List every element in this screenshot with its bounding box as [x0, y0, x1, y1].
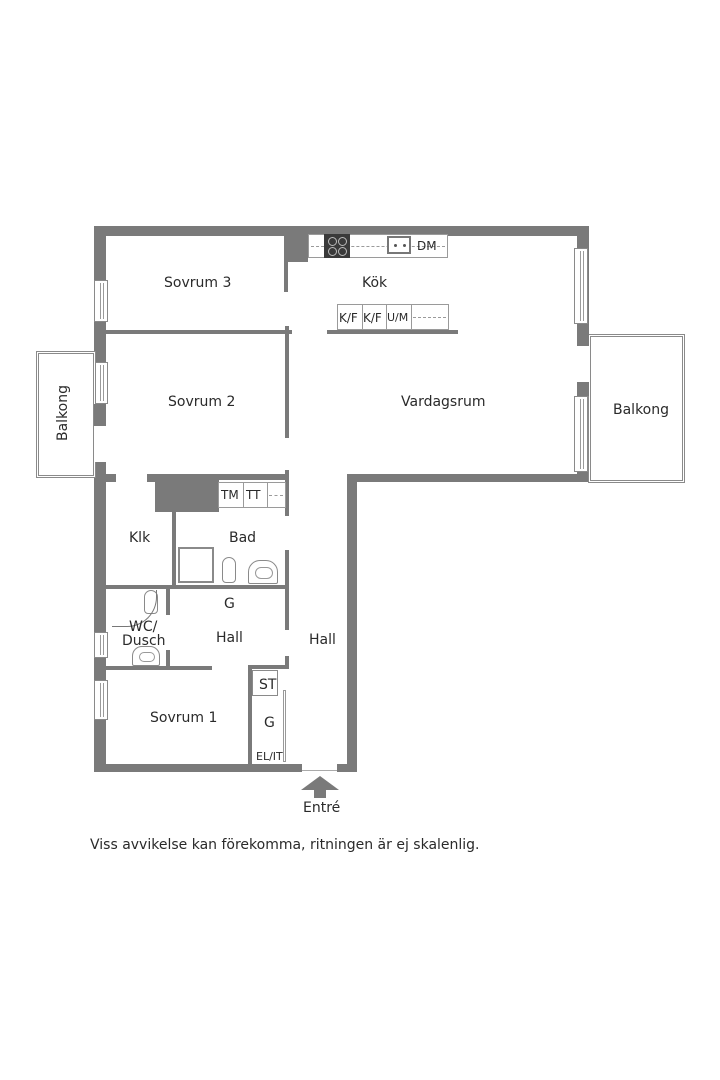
- entrance-threshold: [302, 770, 337, 771]
- wall-left-pier: [94, 404, 106, 426]
- wall-right-pier: [577, 324, 589, 346]
- stove-icon: [324, 234, 350, 258]
- room-label-balkong-left: Balkong: [55, 384, 72, 442]
- room-label-klk: Klk: [129, 530, 151, 546]
- wall-hall-stub: [285, 590, 289, 620]
- wall-wc-right: [166, 585, 170, 615]
- wall-wc-bottom: [106, 666, 212, 670]
- laundry-counter: [218, 482, 286, 508]
- bad-shaft-block: [155, 474, 219, 512]
- wall-closet-top: [248, 665, 289, 669]
- entrance-label: Entré: [303, 800, 341, 816]
- kitchen-counter-lower: [337, 304, 449, 330]
- bad-shaft-top: [219, 474, 289, 480]
- wall-wc-right-lower: [166, 650, 170, 670]
- wall-right-pier-2: [577, 382, 589, 396]
- room-label-balkong-right: Balkong: [613, 402, 670, 418]
- wall-closet-left: [248, 665, 252, 769]
- toilet-icon-bad: [222, 557, 236, 583]
- wall-bad-bottom: [106, 585, 289, 589]
- disclaimer-text: Viss avvikelse kan förekomma, ritningen …: [90, 837, 480, 853]
- window-sovrum2: [94, 362, 108, 404]
- dishwasher-label: DM: [417, 239, 437, 253]
- kitchen-pillar-stem: [284, 234, 288, 292]
- room-label-st: ST: [259, 677, 277, 693]
- kitchen-counter-base: [327, 330, 458, 334]
- room-label-wc-dusch-2: Dusch: [122, 633, 166, 649]
- wall-sovrum3-sovrum2: [106, 330, 292, 334]
- sink-icon: [387, 236, 411, 254]
- fridge-freezer-label-1: K/F: [339, 311, 358, 325]
- wall-closet-top-stub: [285, 656, 289, 669]
- storage-box: [252, 670, 278, 696]
- room-label-el-it: EL/IT: [256, 750, 283, 763]
- room-label-hall-left: Hall: [216, 630, 243, 646]
- balcony-right-door-gap: [577, 346, 589, 382]
- room-label-hall-right: Hall: [309, 632, 336, 648]
- wall-bad-right-upper: [285, 470, 289, 516]
- wall-klk-bad: [172, 510, 176, 586]
- window-vardagsrum-lower: [574, 396, 588, 472]
- room-label-sovrum1: Sovrum 1: [150, 710, 218, 726]
- washbasin-icon-bad: [248, 560, 278, 584]
- wall-sovrum2-vardagsrum: [285, 326, 289, 438]
- washbasin-icon-wc: [132, 646, 160, 666]
- room-label-vardagsrum: Vardagsrum: [401, 394, 486, 410]
- window-sovrum3: [94, 280, 108, 322]
- wall-hall-right: [347, 474, 357, 772]
- wall-klk-top-stub: [106, 474, 116, 482]
- room-label-g-hall: G: [224, 596, 235, 612]
- oven-microwave-label: U/M: [387, 311, 409, 324]
- room-label-g-closet: G: [264, 715, 275, 731]
- room-label-wc-dusch-1: WC/: [129, 619, 158, 635]
- shower-icon: [178, 547, 214, 583]
- sliding-door-icon: [283, 690, 286, 762]
- window-vardagsrum-upper: [574, 248, 588, 324]
- room-label-bad: Bad: [229, 530, 257, 546]
- window-wc: [94, 632, 108, 658]
- washing-machine-label: TM: [221, 488, 239, 502]
- entrance-arrow-stem: [314, 790, 326, 798]
- wall-bottom-left: [94, 764, 302, 772]
- kitchen-pillar: [284, 234, 308, 262]
- room-label-sovrum3: Sovrum 3: [164, 275, 232, 291]
- window-sovrum1: [94, 680, 108, 720]
- balcony-left-door-gap: [94, 426, 106, 462]
- dryer-label: TT: [246, 488, 261, 502]
- fridge-freezer-label-2: K/F: [363, 311, 382, 325]
- entrance-arrow-icon: [301, 776, 339, 790]
- balcony-right: [588, 334, 685, 483]
- room-label-kok: Kök: [362, 275, 388, 291]
- wall-vardagsrum-bottom: [347, 474, 589, 482]
- wall-top: [94, 226, 589, 236]
- wall-bottom-right: [337, 764, 357, 772]
- room-label-sovrum2: Sovrum 2: [168, 394, 236, 410]
